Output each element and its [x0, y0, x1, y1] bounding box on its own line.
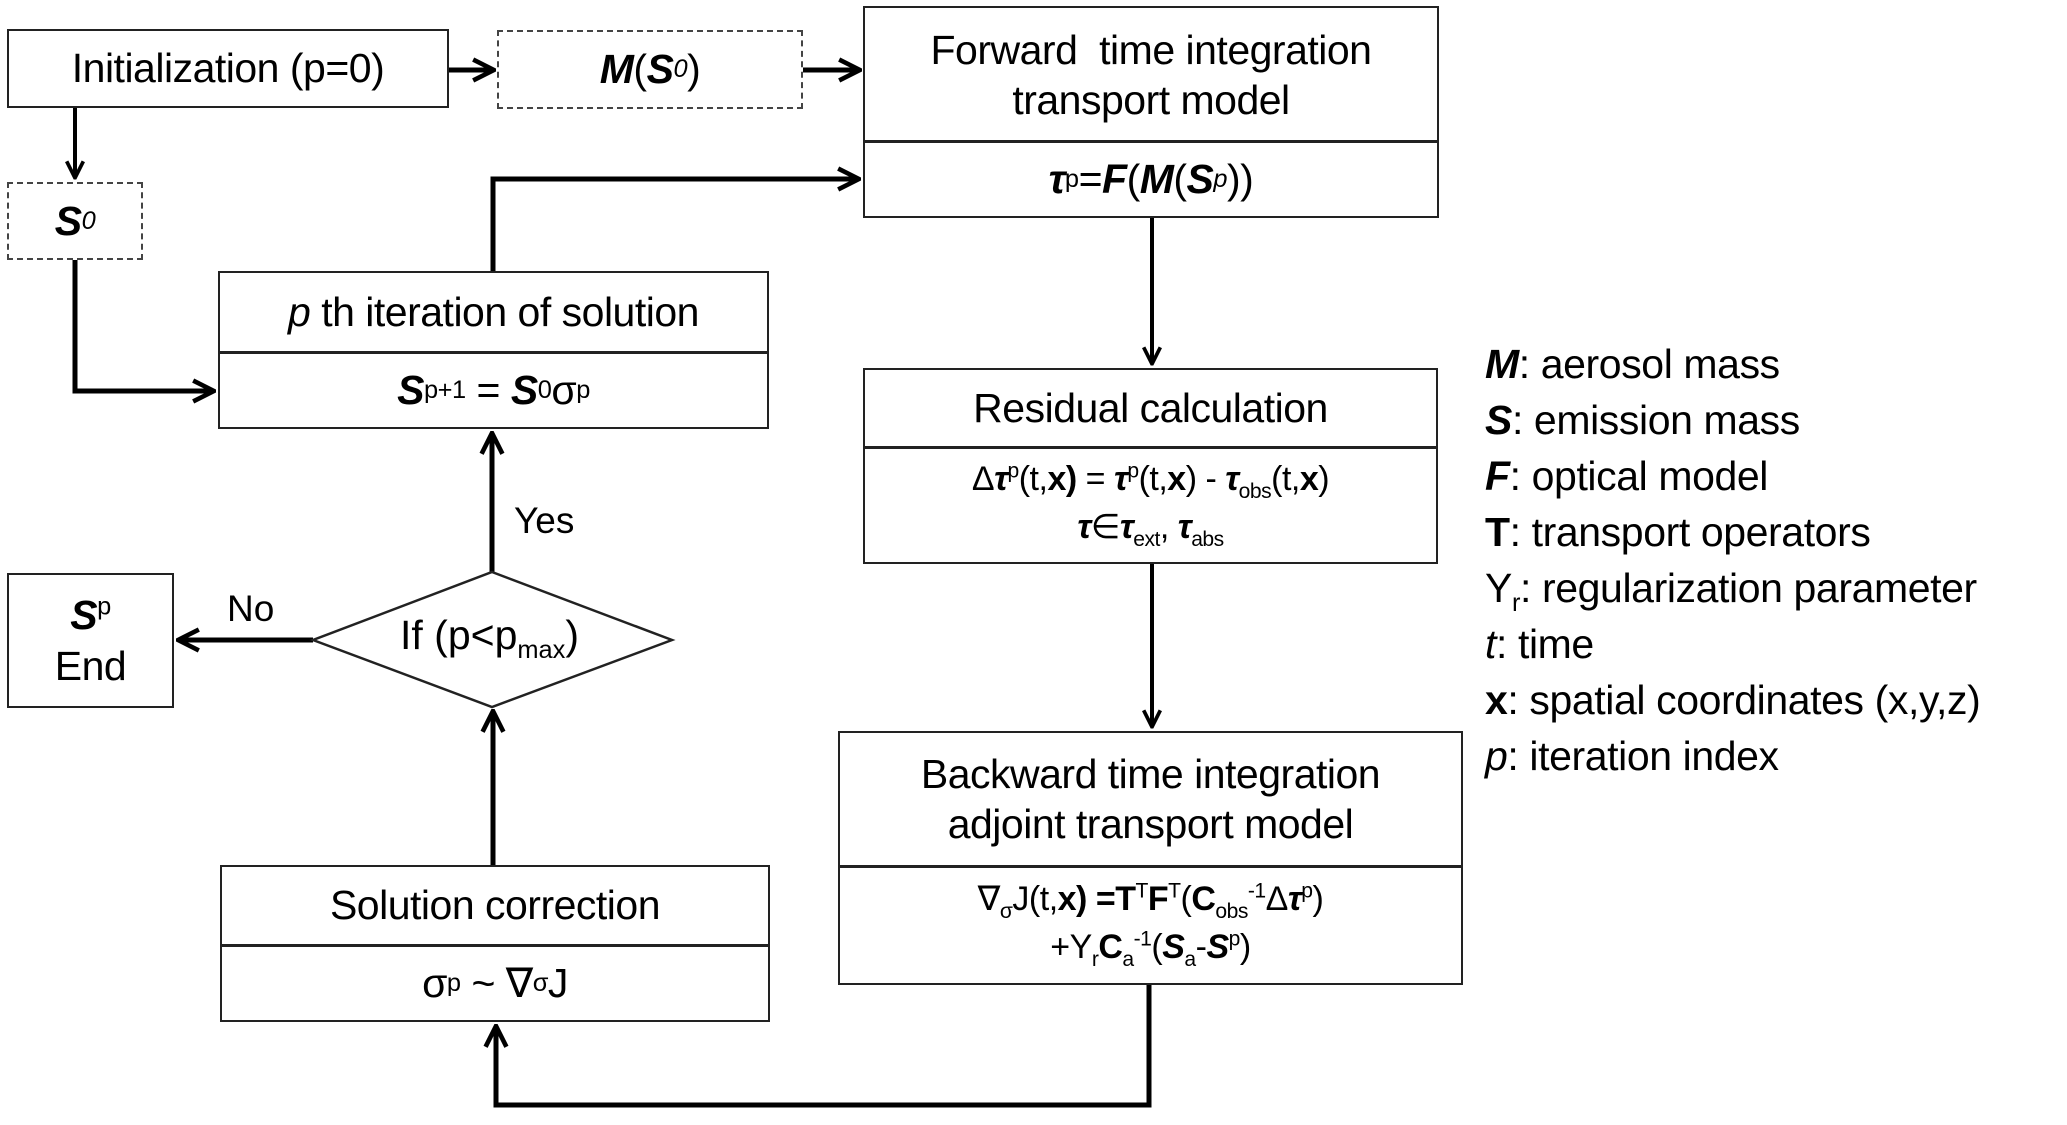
iteration-title: p th iteration of solution — [288, 288, 699, 335]
init-label: Initialization (p=0) — [71, 45, 385, 92]
end-box: Sp End — [7, 573, 174, 708]
edge-backward-to-correction — [496, 985, 1152, 1108]
legend-item-transport-operators: T: transport operators — [1485, 509, 1871, 555]
end-label: Sp End — [54, 592, 127, 689]
edge-s0-to-iteration — [72, 260, 214, 391]
residual-formula: Δτp(t,x) = τp(t,x) - τobs(t,x) τ∈τext, τ… — [865, 449, 1436, 562]
residual-formula-line1: Δτp(t,x) = τp(t,x) - τobs(t,x) — [971, 460, 1330, 504]
legend-item-optical-model: F: optical model — [1485, 453, 1769, 499]
legend: M: aerosol mass S: emission mass F: opti… — [1485, 336, 1981, 784]
legend-item-time: t: time — [1485, 621, 1594, 667]
yes-label: Yes — [514, 500, 575, 541]
correction-divider — [222, 944, 768, 947]
forward-model-box: Forward time integration transport model… — [863, 6, 1439, 218]
backward-model-box: Backward time integration adjoint transp… — [838, 731, 1463, 985]
correction-title: Solution correction — [329, 882, 661, 929]
residual-title: Residual calculation — [973, 384, 1328, 431]
no-label: No — [227, 588, 275, 629]
backward-formula-line2: +YrCa-1(Sa-Sp) — [1050, 927, 1251, 971]
backward-divider — [840, 865, 1461, 868]
legend-item-regularization-parameter: Yr: regularization parameter — [1485, 565, 1977, 618]
backward-model-formula: ∇σJ(t,x) =TTFT(Cobs-1Δτp) +YrCa-1(Sa-Sp) — [840, 868, 1461, 983]
decision-diamond — [309, 570, 676, 709]
forward-model-title: Forward time integration transport model — [930, 26, 1372, 123]
backward-formula-line1: ∇σJ(t,x) =TTFT(Cobs-1Δτp) — [977, 880, 1324, 924]
init-box: Initialization (p=0) — [7, 29, 449, 108]
residual-divider — [865, 446, 1436, 449]
decision-label: If (p<pmax) — [400, 612, 580, 665]
legend-item-emission-mass: S: emission mass — [1485, 397, 1800, 443]
legend-item-spatial-coordinates: x: spatial coordinates (x,y,z) — [1485, 677, 1981, 723]
residual-box: Residual calculation Δτp(t,x) = τp(t,x) … — [863, 368, 1438, 564]
backward-model-title: Backward time integration adjoint transp… — [920, 750, 1381, 847]
forward-divider — [865, 140, 1437, 143]
edge-iteration-to-forward — [490, 179, 859, 271]
legend-item-iteration-index: p: iteration index — [1485, 733, 1779, 779]
iteration-divider — [220, 351, 767, 354]
residual-formula-line2: τ∈τext, τabs — [1077, 507, 1224, 551]
legend-item-aerosol-mass: M: aerosol mass — [1485, 341, 1780, 387]
